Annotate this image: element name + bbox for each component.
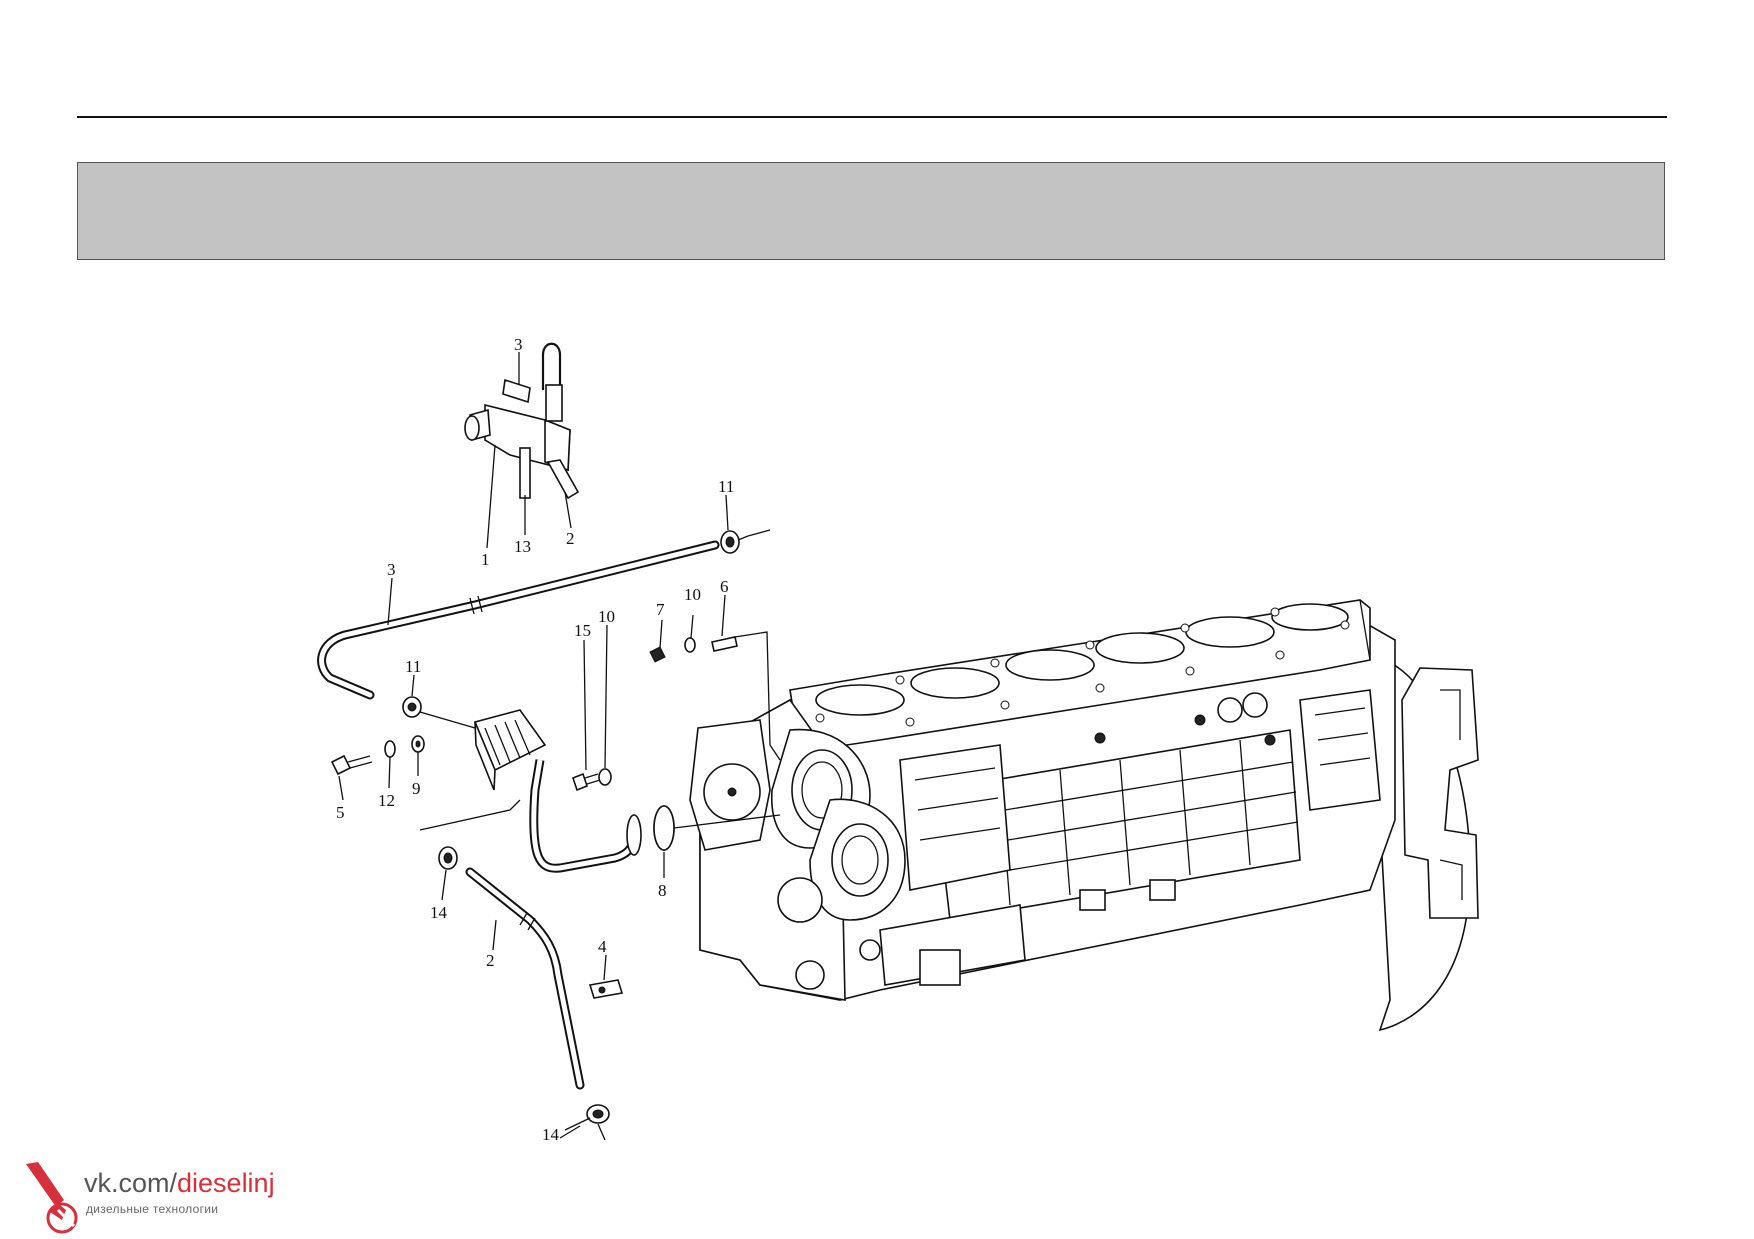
assembly-leader-lines bbox=[419, 529, 781, 1141]
callout-5: 5 bbox=[336, 803, 345, 822]
watermark-url-accent: dieselinj bbox=[177, 1168, 275, 1198]
callout-10-middle: 10 bbox=[598, 607, 615, 626]
bolt-15 bbox=[572, 772, 601, 792]
nut-11-lower bbox=[402, 696, 422, 718]
clamp-4 bbox=[588, 979, 624, 999]
nut-7 bbox=[649, 646, 666, 663]
watermark[interactable]: vk.com/dieselinj дизельные технологии bbox=[18, 1160, 318, 1235]
callout-2-top: 2 bbox=[566, 529, 575, 548]
callout-3-pipe: 3 bbox=[387, 560, 396, 579]
nut-14-lower bbox=[586, 1104, 610, 1124]
watermark-subtitle: дизельные технологии bbox=[86, 1202, 219, 1216]
callout-9: 9 bbox=[412, 779, 421, 798]
callout-6: 6 bbox=[720, 577, 729, 596]
stud-6 bbox=[711, 636, 738, 652]
drain-switch-block bbox=[473, 709, 675, 873]
callout-3-top: 3 bbox=[514, 335, 523, 354]
engine-block bbox=[689, 599, 1479, 1032]
header-rule bbox=[77, 116, 1667, 118]
nut-11-upper bbox=[720, 530, 749, 554]
washer-9 bbox=[411, 735, 425, 753]
callout-15: 15 bbox=[574, 621, 591, 640]
callout-leaders bbox=[338, 352, 729, 1131]
watermark-url[interactable]: vk.com/dieselinj bbox=[84, 1168, 275, 1199]
injector-logo-icon bbox=[26, 1162, 78, 1234]
watermark-url-prefix: vk.com/ bbox=[84, 1168, 178, 1198]
drain-valve-assembly bbox=[464, 342, 580, 500]
callout-11-upper: 11 bbox=[718, 477, 734, 496]
callout-7: 7 bbox=[656, 600, 665, 619]
callout-14-upper: 14 bbox=[430, 903, 448, 922]
callout-13: 13 bbox=[514, 537, 531, 556]
callout-1: 1 bbox=[481, 550, 490, 569]
callout-2-lower: 2 bbox=[486, 951, 495, 970]
washer-10-middle bbox=[598, 768, 612, 786]
washer-10-upper bbox=[684, 637, 696, 653]
callout-8: 8 bbox=[658, 881, 667, 900]
bolt-5 bbox=[330, 754, 373, 776]
pipe-3 bbox=[317, 540, 720, 700]
callout-14-lower: 14 bbox=[542, 1125, 560, 1144]
callout-10-upper: 10 bbox=[684, 585, 701, 604]
callout-11-lower: 11 bbox=[405, 657, 421, 676]
callout-4: 4 bbox=[598, 937, 607, 956]
gasket-8 bbox=[653, 805, 675, 851]
pipe-2 bbox=[465, 867, 585, 1090]
callout-12: 12 bbox=[378, 791, 395, 810]
washer-12 bbox=[384, 740, 396, 758]
nut-14-upper bbox=[438, 846, 458, 870]
callout-labels: 3 1 13 2 11 3 15 10 7 10 6 11 5 12 9 8 1… bbox=[336, 335, 734, 1144]
title-band bbox=[77, 162, 1665, 260]
